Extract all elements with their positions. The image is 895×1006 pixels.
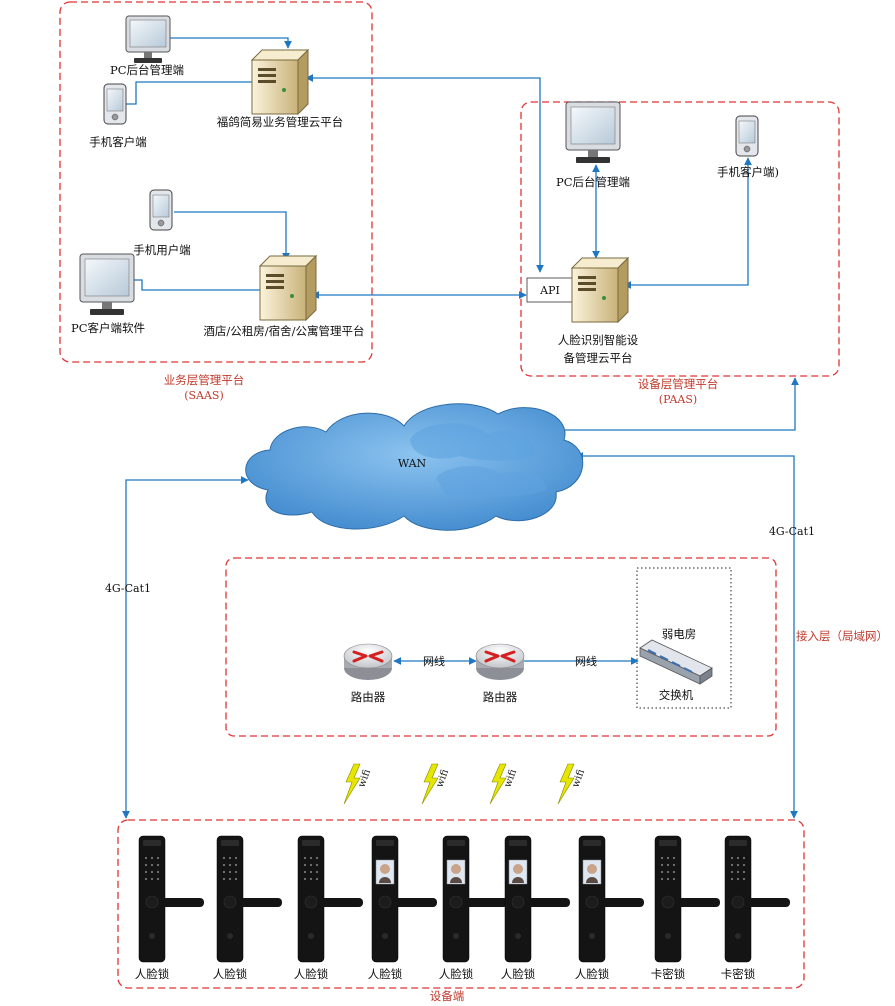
cable1-label: 网线 (423, 654, 445, 668)
smart-lock-icon: 人脸锁 (294, 835, 363, 981)
paas-platform-label-line1: 人脸识别智能设 (558, 333, 639, 347)
saas-mobile-user-label: 手机用户端 (133, 243, 191, 257)
wifi-icon: wifi (421, 763, 451, 805)
switch-label: 交换机 (659, 688, 694, 702)
lock-label: 人脸锁 (575, 967, 610, 981)
weak-room-label: 弱电房 (662, 627, 697, 641)
lock-label: 人脸锁 (135, 967, 170, 981)
connectors (122, 34, 799, 819)
device-region (117, 819, 805, 989)
smart-lock-icon: 人脸锁 (213, 835, 282, 981)
access-region-label: 接入层（局域网） (796, 629, 888, 643)
pc-monitor-icon (79, 253, 135, 316)
wifi-label: wifi (502, 768, 519, 789)
saas-hotel-platform-label: 酒店/公租房/宿舍/公寓管理平台 (203, 324, 364, 338)
wifi-icon: wifi (489, 763, 519, 805)
smart-lock-icon: 卡密锁 (721, 835, 790, 981)
switch-icon (639, 639, 713, 685)
wifi-icon: wifi (343, 763, 373, 805)
device-region-label: 设备端 (430, 989, 465, 1003)
wifi-label: wifi (570, 768, 587, 789)
router-icon (342, 642, 394, 682)
link-left-label: 4G-Cat1 (105, 582, 151, 595)
link-right-label: 4G-Cat1 (769, 525, 815, 538)
saas-region-title: 业务层管理平台 (164, 373, 245, 387)
saas-cloud-platform-label: 福鸽简易业务管理云平台 (217, 115, 344, 129)
locks-group: 人脸锁 人脸锁 人脸锁 人脸锁 人脸锁 人脸锁 人脸锁 卡密锁 卡密锁 (135, 835, 790, 981)
api-label: API (539, 284, 560, 297)
saas-region-sub: (SAAS) (184, 389, 224, 402)
saas-pc-admin-label: PC后台管理端 (110, 63, 184, 77)
lock-label: 人脸锁 (501, 967, 536, 981)
saas-mobile-client-label: 手机客户端 (89, 135, 147, 149)
wan-label: WAN (398, 457, 427, 470)
wan-cloud-icon (245, 403, 583, 531)
paas-region-sub: (PAAS) (659, 393, 697, 406)
smart-lock-icon: 人脸锁 (439, 835, 508, 981)
smart-lock-icon: 卡密锁 (651, 835, 720, 981)
lock-label: 人脸锁 (213, 967, 248, 981)
smart-lock-icon: 人脸锁 (501, 835, 570, 981)
pc-monitor-icon (565, 101, 621, 164)
pc-monitor-icon (125, 15, 171, 64)
mobile-phone-icon (735, 115, 759, 157)
paas-mobile-client-label: 手机客户端) (717, 165, 779, 179)
server-icon (251, 49, 309, 115)
lock-label: 卡密锁 (651, 967, 686, 981)
lock-label: 卡密锁 (721, 967, 756, 981)
paas-platform-label-line2: 备管理云平台 (564, 351, 633, 365)
mobile-phone-icon (103, 83, 127, 125)
smart-lock-icon: 人脸锁 (135, 835, 204, 981)
router2-label: 路由器 (483, 690, 518, 704)
saas-pc-client-label: PC客户端软件 (71, 321, 145, 335)
paas-region-title: 设备层管理平台 (638, 377, 719, 391)
lock-label: 人脸锁 (294, 967, 329, 981)
smart-lock-icon: 人脸锁 (368, 835, 437, 981)
paas-pc-admin-label: PC后台管理端 (556, 175, 630, 189)
smart-lock-icon: 人脸锁 (575, 835, 644, 981)
router-icon (474, 642, 526, 682)
wifi-group: wifi wifi wifi wifi (343, 763, 587, 805)
lock-label: 人脸锁 (368, 967, 403, 981)
server-icon (571, 257, 629, 323)
wifi-label: wifi (434, 768, 451, 789)
server-icon (259, 255, 317, 321)
lock-label: 人脸锁 (439, 967, 474, 981)
cable2-label: 网线 (575, 654, 597, 668)
wifi-icon: wifi (557, 763, 587, 805)
wifi-label: wifi (356, 768, 373, 789)
router1-label: 路由器 (351, 690, 386, 704)
mobile-phone-icon (149, 189, 173, 231)
